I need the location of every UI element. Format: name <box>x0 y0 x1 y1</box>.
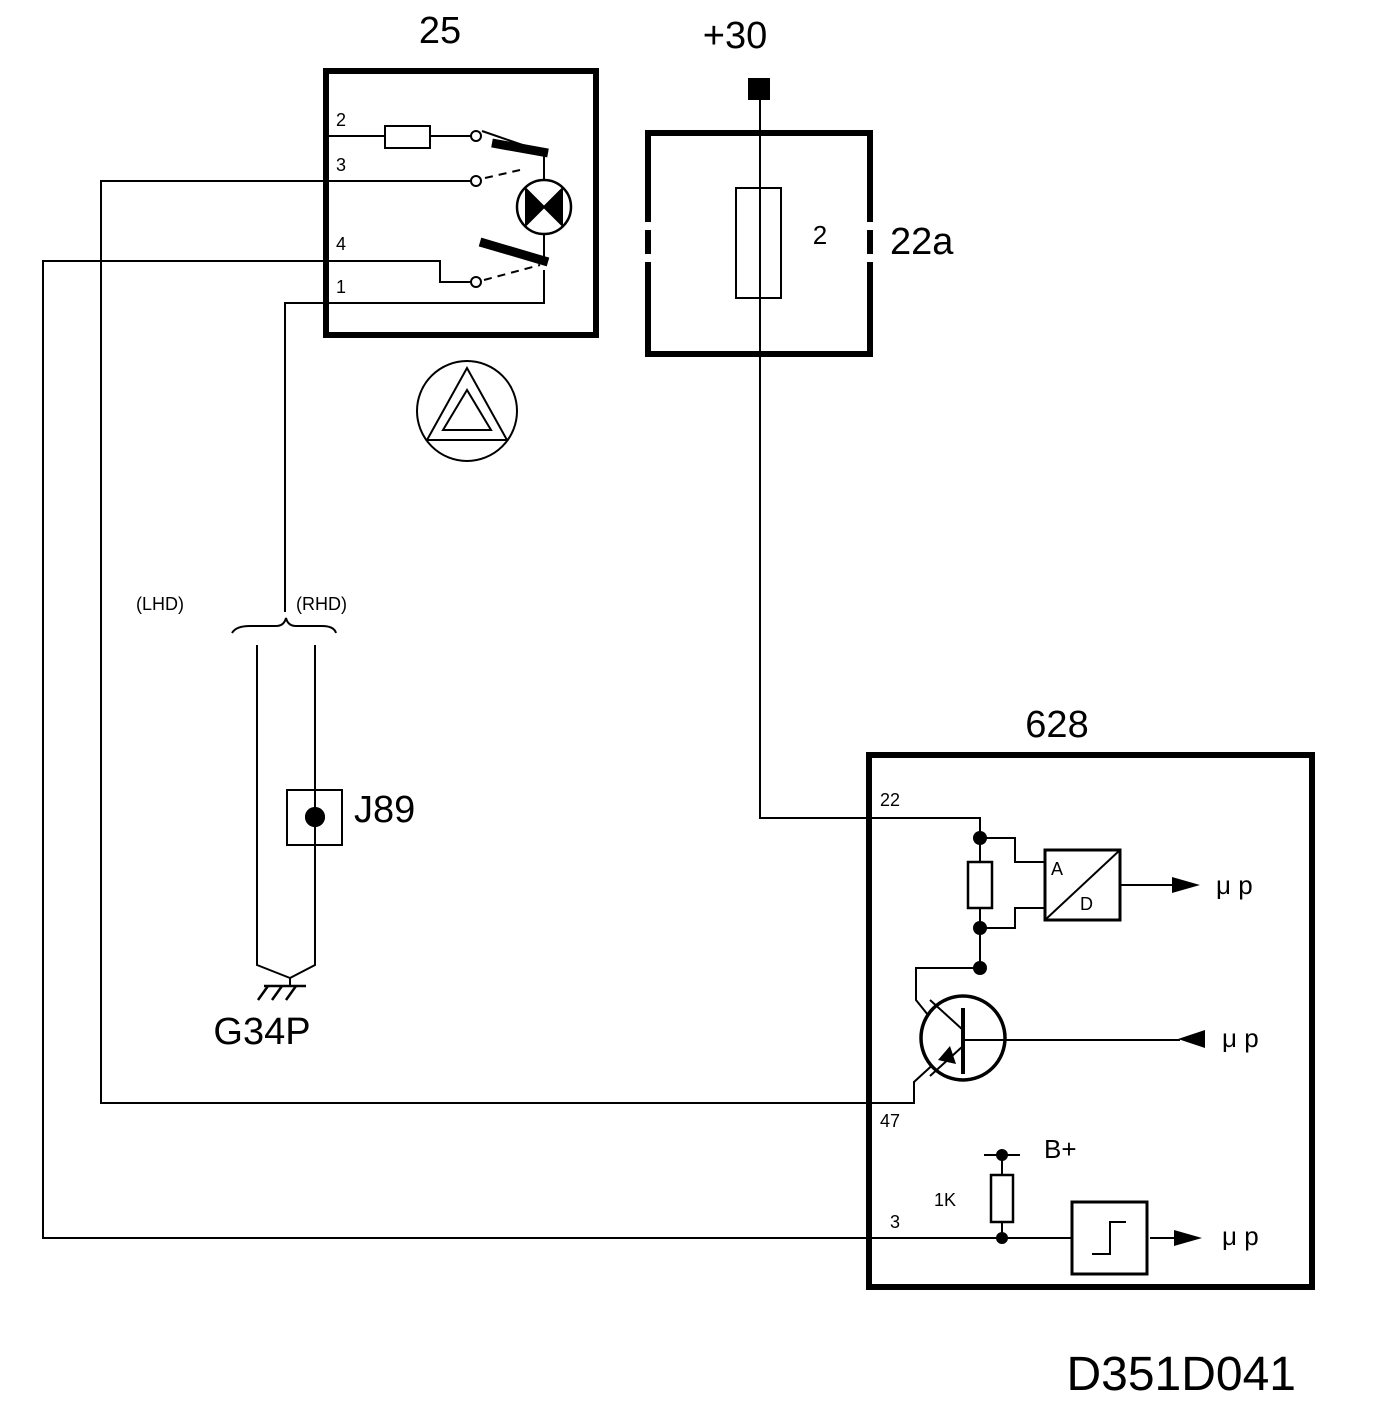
schmitt-trigger-icon <box>1070 1200 1149 1276</box>
switch-pin-1: 1 <box>336 277 346 297</box>
lhd-rhd-brace <box>231 617 337 634</box>
wire-switch-pin1-to-ground <box>284 302 326 612</box>
switch-blade-icon <box>478 237 550 267</box>
wires <box>42 100 1072 1239</box>
internal-resistor-icon <box>384 125 431 149</box>
component-id-628: 628 <box>1025 704 1088 746</box>
fuse-box-22a: 2 22a <box>645 130 954 357</box>
switch-contact-icon <box>470 130 482 142</box>
component-id-25: 25 <box>419 10 461 52</box>
supply-terminal-icon <box>748 78 770 100</box>
junction-dot <box>973 961 987 975</box>
junction-dot <box>973 831 987 845</box>
arrow-left-icon <box>1178 1030 1205 1048</box>
module-pin-3: 3 <box>890 1212 900 1232</box>
wire-rhd-branch <box>289 645 316 979</box>
ad-converter: A D <box>1043 848 1122 922</box>
fuse-icon <box>735 187 782 299</box>
fuse-number: 2 <box>813 220 827 250</box>
pullup-resistor-icon <box>989 1173 1015 1224</box>
module-pin-47: 47 <box>880 1111 900 1131</box>
wire-lhd-branch <box>256 645 291 979</box>
supply-label: +30 <box>703 15 767 57</box>
ground-id-g34p: G34P <box>213 1011 310 1053</box>
junction-dot <box>973 921 987 935</box>
fuse-box-outline <box>645 262 873 357</box>
connector-id-j89: J89 <box>354 789 415 831</box>
ground-icon <box>256 984 306 1001</box>
svg-text:A: A <box>1051 859 1063 879</box>
module-pin-22: 22 <box>880 790 900 810</box>
rhd-label: (RHD) <box>296 594 347 614</box>
switch-contact-icon <box>470 276 482 288</box>
switch-pin-3: 3 <box>336 155 346 175</box>
mu-p-input: μ p <box>1222 1023 1259 1053</box>
fuse-box-outline <box>645 130 873 222</box>
hazard-switch-25: 25 2 3 4 1 <box>323 10 599 338</box>
lhd-label: (LHD) <box>136 594 184 614</box>
arrow-right-icon <box>1174 1230 1202 1246</box>
module-box <box>866 752 1315 1290</box>
switch-pin-4: 4 <box>336 234 346 254</box>
junction-dot <box>996 1149 1008 1161</box>
resistor-value-1k: 1K <box>934 1190 956 1210</box>
arrow-right-icon <box>1172 877 1200 893</box>
wire-switch-pin3-to-module-pin47 <box>100 180 939 1104</box>
shunt-resistor-icon <box>966 860 994 910</box>
hazard-warning-icon <box>416 360 518 462</box>
lamp-icon <box>515 178 573 236</box>
hazard-switch-box <box>323 68 599 338</box>
svg-text:D: D <box>1080 894 1093 914</box>
mu-p-output-2: μ p <box>1222 1221 1259 1251</box>
mu-p-output-1: μ p <box>1216 870 1253 900</box>
component-id-22a: 22a <box>890 221 954 263</box>
wire-switch-pin4-to-module-pin3 <box>42 260 1072 1239</box>
transistor-icon <box>919 994 1007 1082</box>
switch-contact-icon <box>470 175 482 187</box>
bplus-label: B+ <box>1044 1134 1077 1164</box>
module-628: 628 22 47 3 A D μ p <box>866 704 1315 1290</box>
switch-blade-icon <box>491 138 549 158</box>
switch-pin-2: 2 <box>336 110 346 130</box>
drawing-reference: D351D041 <box>1067 1348 1297 1401</box>
connector-j89: J89 <box>286 789 415 846</box>
junction-dot <box>996 1232 1008 1244</box>
